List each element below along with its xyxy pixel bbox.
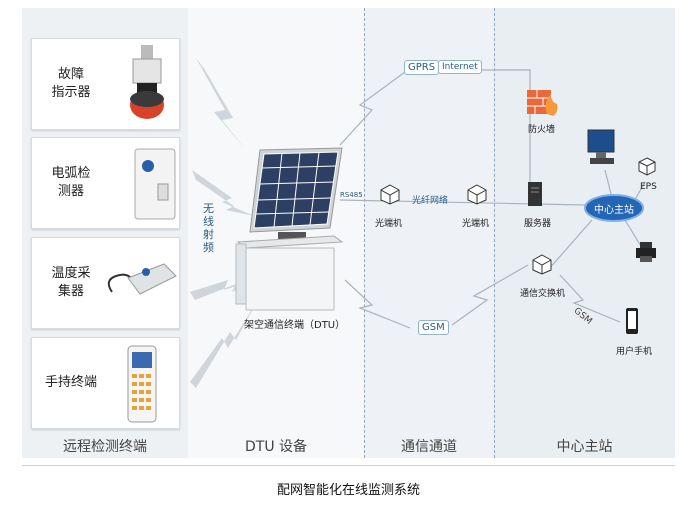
device-label: 温度采 集器 [51,266,91,299]
arc-detector-image [134,148,176,220]
optical-transceiver-icon [380,184,400,205]
comm-switch-icon [532,254,552,275]
eps-label: EPS [640,182,657,192]
printer-icon [636,242,656,262]
dtu-panel [188,8,364,458]
internet-tag: Internet [438,60,482,74]
dtu-device-image [235,147,344,311]
column-label-remote: 远程检测终端 [63,439,147,455]
optical-transceiver-icon [467,184,487,205]
gprs-tag: GPRS [404,60,440,75]
server-label: 服务器 [524,219,552,229]
device-card-fault-indicator: 故障 指示器 [31,38,180,130]
device-label: 手持终端 [44,375,97,390]
fault-indicator-image [130,45,164,119]
handheld-image [127,345,157,423]
device-card-temp-collector: 温度采 集器 [31,237,180,329]
bottom-rule [22,465,675,466]
temp-collector-image [107,263,177,295]
divider-line [364,8,365,458]
gsm-tag: GSM [418,320,449,335]
server-icon [528,182,542,206]
comm-switch-label: 通信交换机 [520,289,566,299]
diagram-caption: 配网智能化在线监测系统 [276,483,420,498]
column-label-dtu: DTU 设备 [244,439,308,455]
mobile-phone-icon [626,308,638,334]
channel-panel [364,8,494,458]
computer-icon [587,129,615,164]
dtu-label: 架空通信终端（DTU） [244,320,346,331]
device-card-arc-detector: 电弧检 测器 [31,137,180,229]
wireless-label: 无线射频 [203,202,214,254]
column-label-master: 中心主站 [556,439,613,455]
master-station-label: 中心主站 [594,205,634,216]
fiber-network-label: 光纤网络 [412,196,449,206]
optical-transceiver-label: 光端机 [462,219,490,229]
firewall-icon [527,90,558,116]
device-label: 故障 指示器 [51,67,91,100]
column-label-channel: 通信通道 [401,439,457,455]
eps-icon [638,157,656,176]
firewall-label: 防火墙 [528,125,556,135]
optical-transceiver-label: 光端机 [375,219,403,229]
rs485-label: RS485 [340,191,363,199]
device-card-handheld: 手持终端 [31,337,180,429]
user-phone-label: 用户手机 [616,347,653,357]
divider-line [494,8,495,458]
master-station-node [584,194,644,222]
master-panel [494,8,675,458]
device-label: 电弧检 测器 [51,166,91,199]
